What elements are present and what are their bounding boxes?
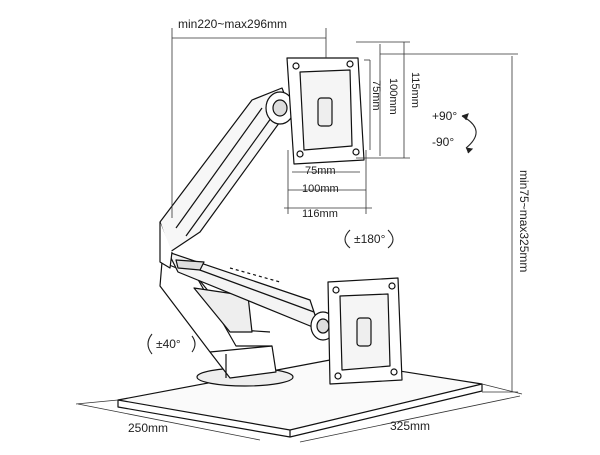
vesa-plate-lower: [327, 277, 403, 385]
swivel-base-arrow-icon: [147, 333, 153, 355]
base-depth-line: [77, 403, 261, 441]
tilt-down-label: -90°: [432, 135, 455, 149]
vesa-v-100-label: 100mm: [387, 78, 399, 115]
swivel-base-label: ±40°: [156, 337, 181, 351]
height-label: min75~max325mm: [517, 170, 531, 273]
base-width-line: [299, 395, 521, 443]
vesa-h-75-label: 75mm: [305, 165, 336, 177]
vesa-h-116-label: 116mm: [302, 208, 338, 220]
lower-arm: [167, 251, 336, 341]
vesa-v-115-label: 115mm: [409, 72, 421, 108]
base-depth-label: 250mm: [128, 421, 169, 435]
swivel-head-arrow-icon: [344, 229, 351, 249]
vesa-plate-upper: [286, 57, 365, 165]
arm-length-label: min220~max296mm: [178, 17, 288, 31]
base-riser: [159, 261, 277, 379]
upper-arm: [159, 87, 295, 271]
vesa-h-100-label: 100mm: [302, 183, 339, 195]
tilt-up-label: +90°: [432, 109, 458, 123]
base-width-label: 325mm: [390, 419, 431, 433]
swivel-head-label: ±180°: [354, 232, 386, 246]
vesa-v-75-label: 75mm: [370, 80, 382, 111]
tilt-arrow-icon: [461, 115, 477, 149]
